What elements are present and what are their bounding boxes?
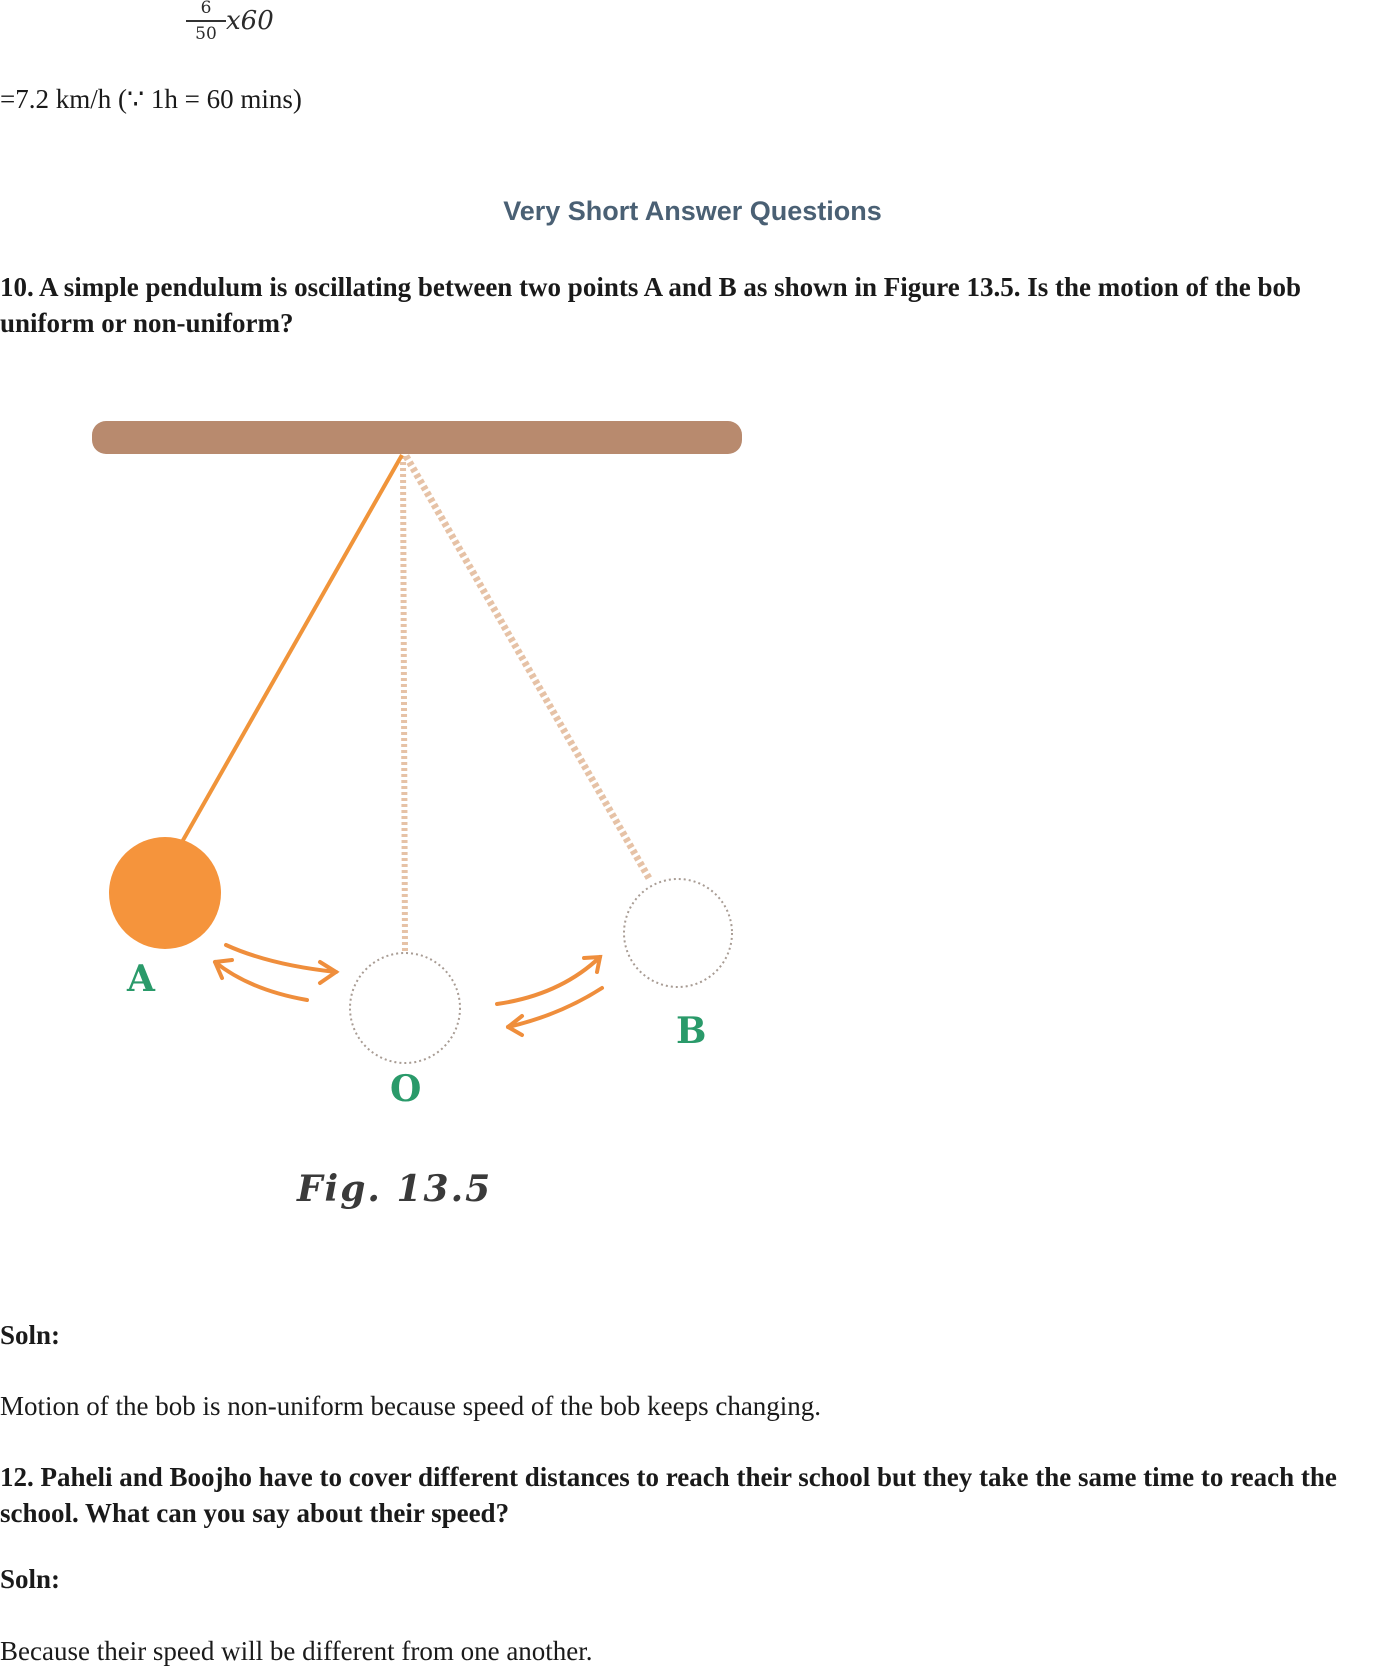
ghost-string-b: [402, 454, 654, 882]
solution-label: Soln:: [0, 1564, 61, 1594]
ghost-string-o: [400, 455, 408, 953]
fraction-denominator: 50: [195, 23, 217, 44]
section-title: Very Short Answer Questions: [503, 196, 882, 226]
fraction-numerator: 6: [200, 0, 212, 18]
question-12: 12. Paheli and Boojho have to cover diff…: [0, 1462, 1337, 1528]
solution-label: Soln:: [0, 1320, 61, 1350]
figure-caption: Fig. 13.5: [297, 1168, 493, 1210]
label-b: B: [676, 1010, 707, 1052]
answer-10: Motion of the bob is non-uniform because…: [0, 1391, 822, 1421]
support-bar: [92, 421, 742, 454]
ghost-bob-o: [349, 952, 461, 1064]
pendulum-figure: A O B: [0, 380, 800, 1240]
ghost-bob-b: [623, 878, 733, 988]
label-o: O: [390, 1068, 422, 1110]
question-10: 10. A simple pendulum is oscillating bet…: [0, 272, 1301, 338]
fraction-multiplier: x60: [226, 6, 274, 36]
arrow-a-to-o-icon: [224, 943, 340, 985]
pendulum-string: [180, 454, 404, 843]
pendulum-bob: [109, 837, 221, 949]
calculation-result: =7.2 km/h (∵ 1h = 60 mins): [0, 84, 302, 114]
arrow-b-to-o-icon: [506, 986, 604, 1037]
fraction: 6 50: [186, 0, 226, 43]
answer-12: Because their speed will be different fr…: [0, 1636, 593, 1666]
label-a: A: [127, 958, 155, 1000]
arrow-o-to-a-icon: [213, 958, 309, 1002]
multiplier-text: x60: [226, 6, 274, 36]
arrow-o-to-b-icon: [495, 954, 603, 1006]
fraction-bar: [186, 20, 226, 22]
